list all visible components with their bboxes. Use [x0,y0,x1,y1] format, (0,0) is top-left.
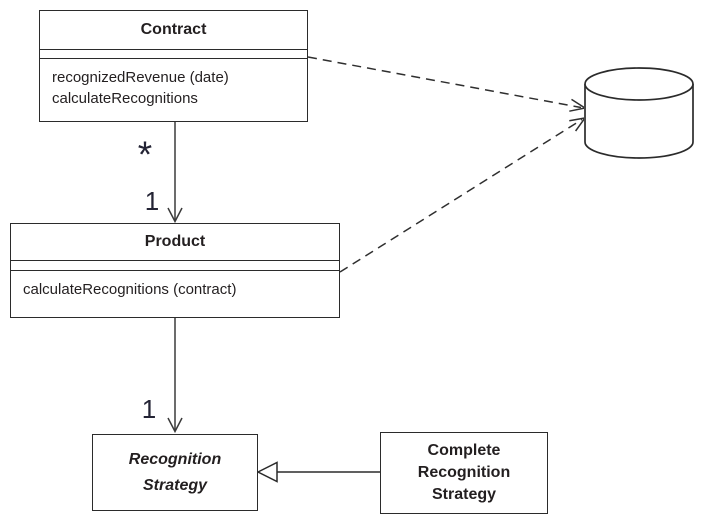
class-attributes-product [11,261,339,271]
class-title-complete-line2: Recognition [417,464,511,481]
database-top-ellipse [584,67,694,101]
dependency-contract-database-line [307,56,582,109]
class-box-product: Product calculateRecognitions (contract) [10,223,340,318]
class-box-contract: Contract recognizedRevenue (date) calcul… [39,10,308,122]
class-title-recognition-strategy-line2: Strategy [142,476,208,494]
class-title-contract: Contract [40,11,307,50]
class-box-complete-recognition-strategy: Complete Recognition Strategy [380,432,548,514]
class-title-complete-line1: Complete [427,442,501,459]
arrowhead-right-icon [569,98,587,112]
arrowhead-right-icon [569,116,587,132]
class-title-product: Product [11,224,339,261]
dependency-product-database [339,116,587,273]
arrowhead-down-icon [167,417,183,434]
class-operations-product: calculateRecognitions (contract) [11,271,339,317]
dependency-product-database-line [339,118,583,273]
operation-calculate-recognitions-contract: calculateRecognitions (contract) [23,281,237,298]
association-product-strategy [167,318,183,434]
class-title-recognition-strategy-line1: Recognition [128,450,222,468]
generalization-complete-to-strategy [256,461,380,483]
class-title-complete-line3: Strategy [431,486,497,503]
database-cylinder-icon [584,67,694,159]
multiplicity-product-end: 1 [144,186,160,216]
class-attributes-contract [40,50,307,59]
class-operations-contract: recognizedRevenue (date) calculateRecogn… [40,59,307,121]
generalization-triangle-icon [256,461,278,483]
operation-calculate-recognitions: calculateRecognitions [52,90,198,107]
arrowhead-down-icon [167,207,183,224]
dependency-contract-database [307,56,587,112]
operation-recognized-revenue: recognizedRevenue (date) [52,69,229,86]
association-contract-product [167,122,183,224]
class-box-recognition-strategy: Recognition Strategy [92,434,258,511]
multiplicity-strategy-end: 1 [141,394,157,424]
multiplicity-contract-end: * [137,134,153,175]
